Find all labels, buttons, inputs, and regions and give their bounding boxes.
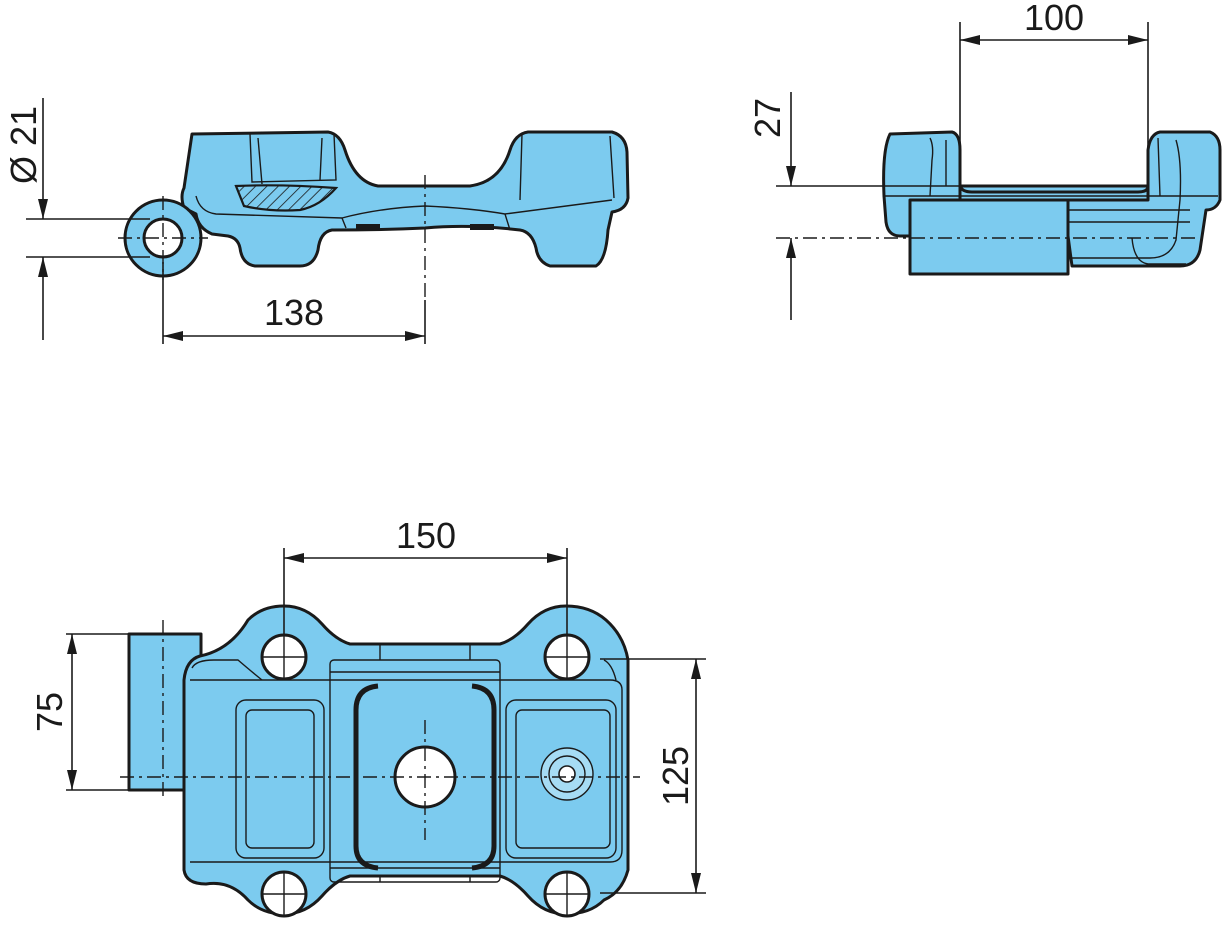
top-view-bracket-right <box>471 683 497 871</box>
top-view-left-pocket <box>235 699 325 859</box>
top-view-channel-lines <box>330 644 500 882</box>
side-view-hatched-section <box>234 184 339 212</box>
top-view-channel <box>329 659 501 883</box>
dim-height-offset: 27 <box>747 98 788 138</box>
side-view-slot-left <box>356 224 380 230</box>
side-view-slot-right <box>470 224 494 230</box>
side-view-right-edge <box>519 133 615 201</box>
top-view-right-pocket <box>505 699 617 859</box>
side-view-lower-edge <box>341 213 511 231</box>
top-view-boss-ring <box>548 755 586 793</box>
end-view-tab <box>908 198 1070 276</box>
side-view-top-edge <box>249 133 337 183</box>
top-view-left-pocket-inner <box>245 709 315 849</box>
top-view-inner-contour <box>190 679 623 863</box>
dim-bolt-spacing-x: 150 <box>396 515 456 556</box>
end-view: 100 27 <box>747 0 1222 320</box>
top-view: 150 125 75 <box>29 515 706 918</box>
dim-bolt-spacing-y: 125 <box>655 746 696 806</box>
end-view-right-edge <box>1072 137 1182 259</box>
dim-eye-to-center: 138 <box>264 292 324 333</box>
dim-opening-width: 100 <box>1024 0 1084 38</box>
side-view-inner-line <box>195 195 613 219</box>
dim-diameter: Ø 21 <box>3 106 44 184</box>
top-view-bracket-left <box>353 683 379 871</box>
side-view-pocket <box>257 137 323 185</box>
end-view-lower-line <box>1068 209 1190 223</box>
top-view-boss-hole <box>558 765 576 783</box>
side-view: Ø 21 138 <box>3 98 630 344</box>
end-view-left-edge <box>929 137 947 197</box>
end-view-inner-pocket <box>1131 237 1186 265</box>
dim-tab-width: 75 <box>29 692 70 732</box>
top-view-right-pocket-inner <box>515 709 611 849</box>
top-view-inner-contour-2 <box>191 659 617 681</box>
side-view-body <box>180 130 630 268</box>
